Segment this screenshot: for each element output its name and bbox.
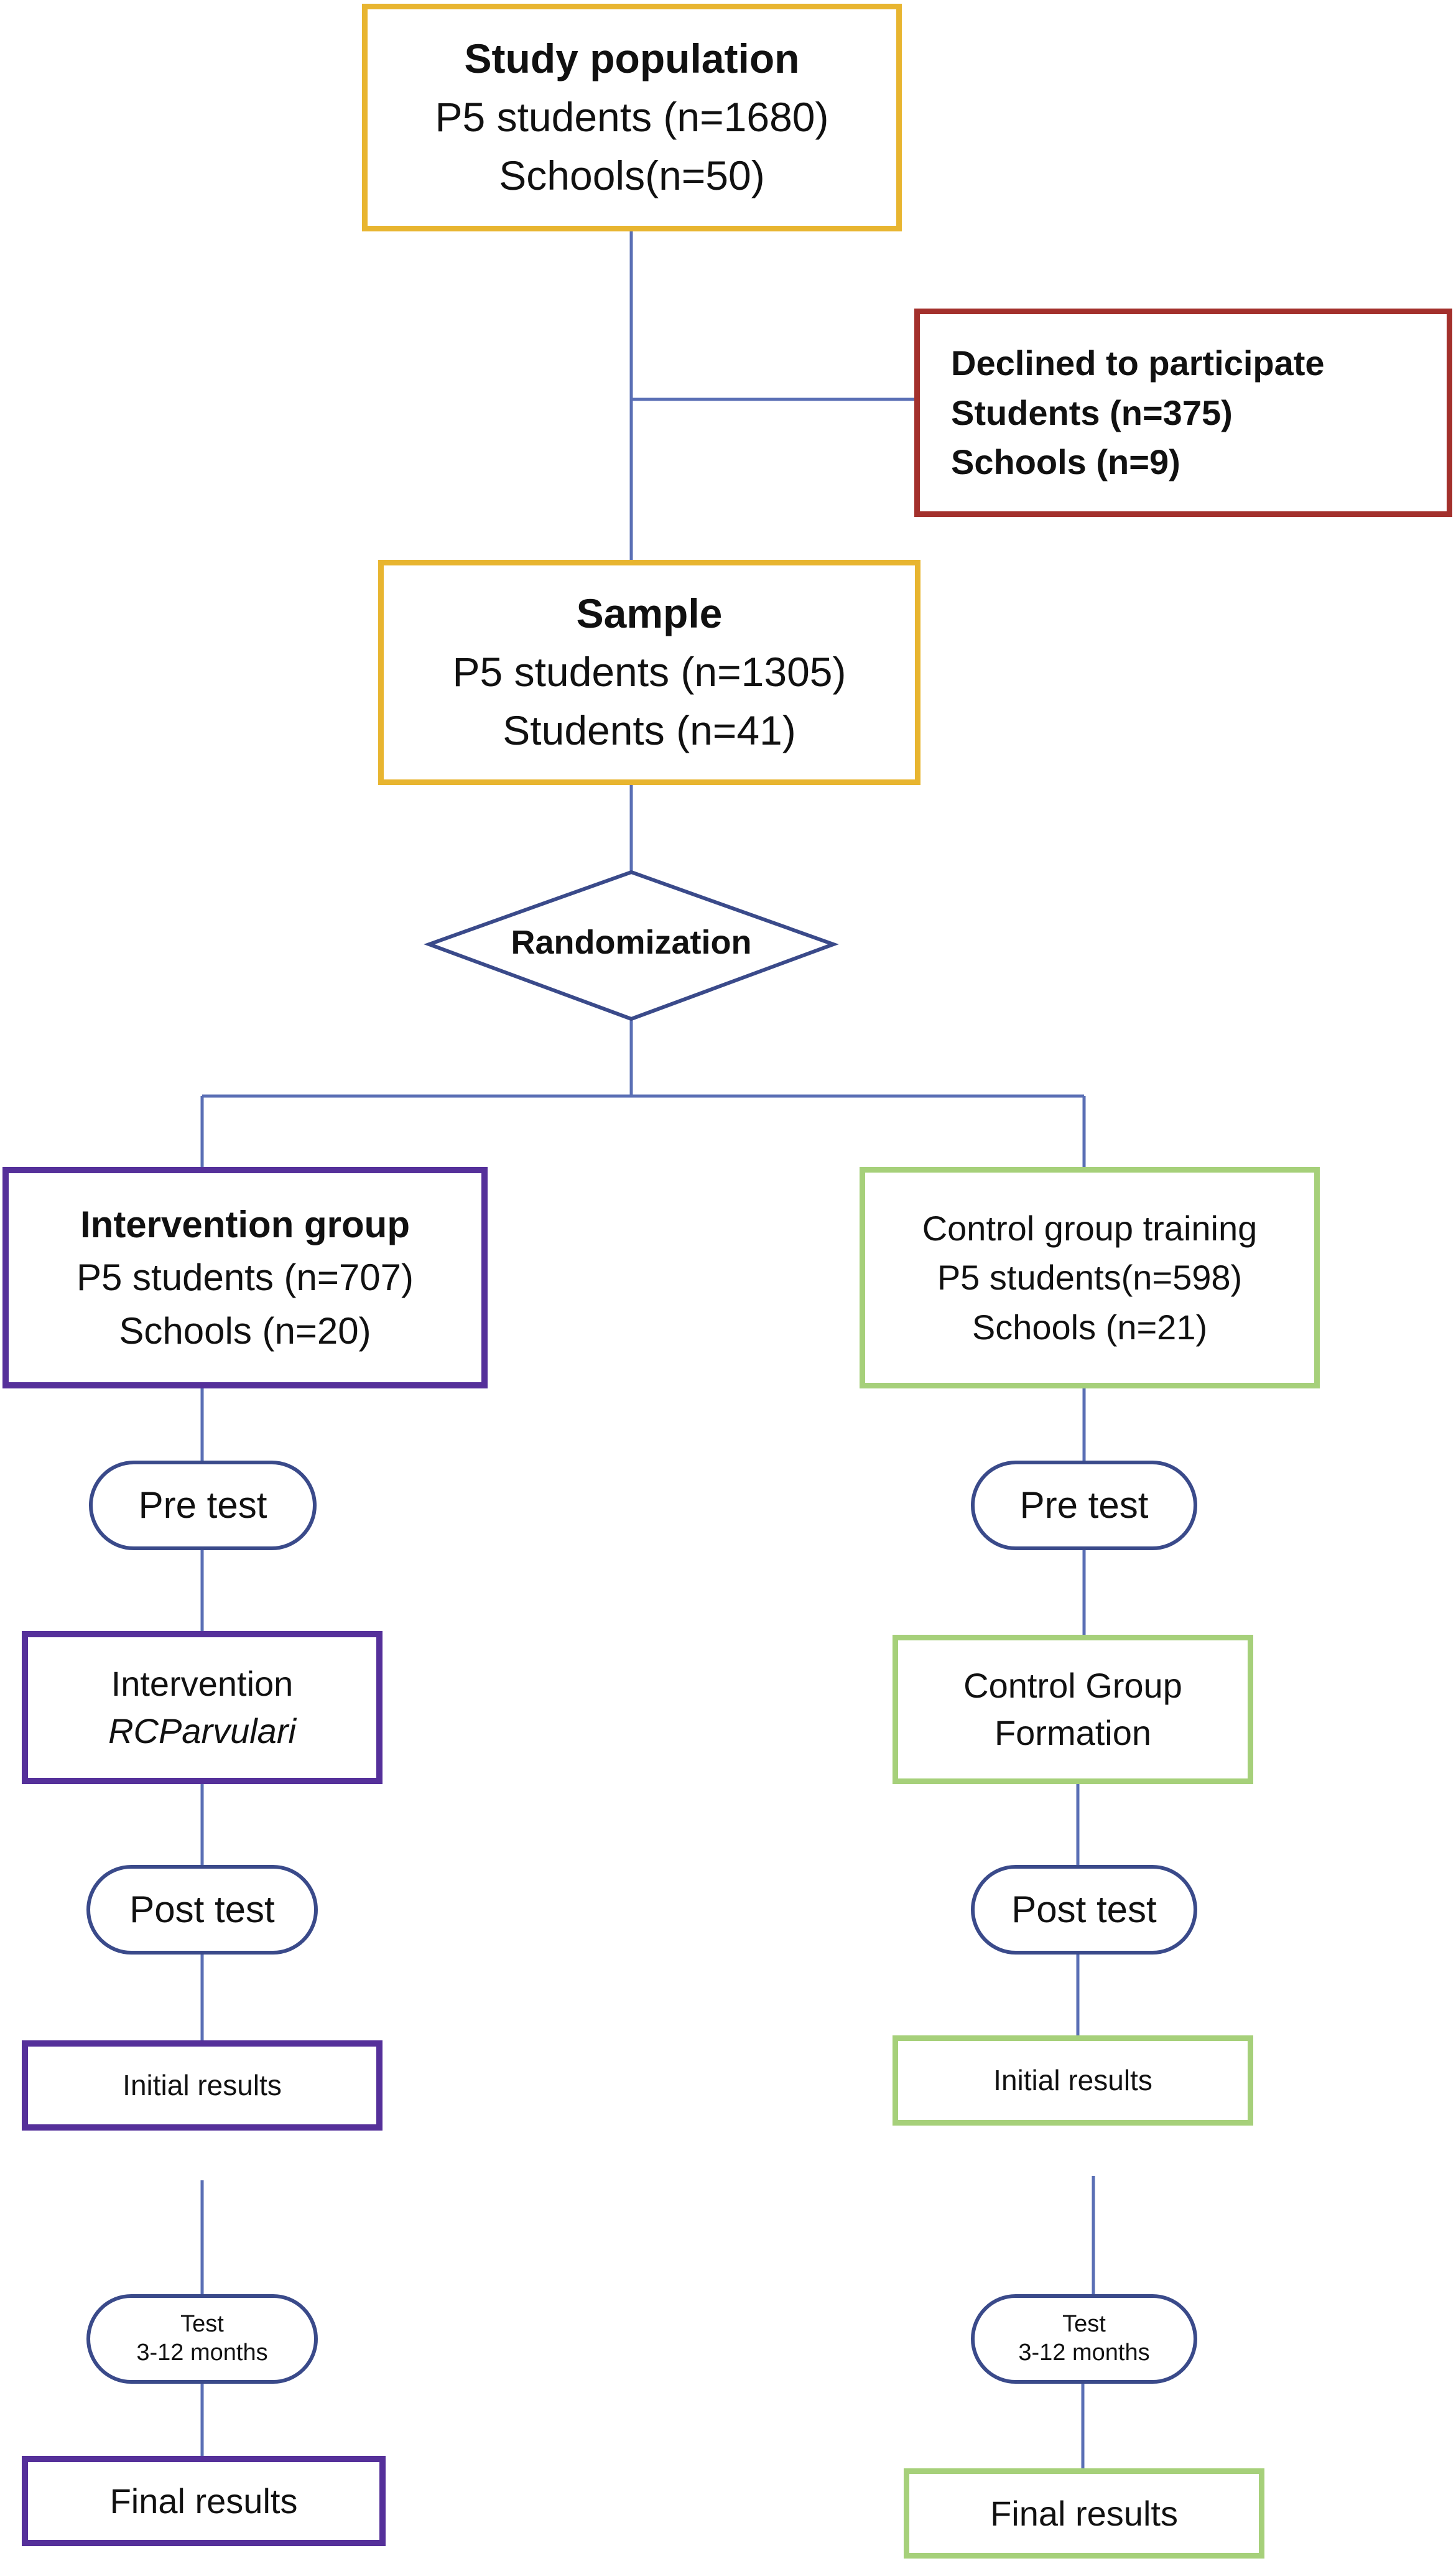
- sample-schools: Students (n=41): [503, 707, 796, 753]
- intervention-pre-test: Pre test: [89, 1461, 317, 1550]
- intervention-initial-results-label: Initial results: [123, 2068, 282, 2101]
- study-population-students: P5 students (n=1680): [435, 94, 829, 141]
- randomization-label: Randomization: [511, 924, 752, 961]
- sample-title: Sample: [576, 590, 723, 637]
- declined-students: Students (n=375): [951, 393, 1233, 432]
- control-followup-test: Test 3-12 months: [971, 2294, 1197, 2384]
- declined-schools: Schools (n=9): [951, 442, 1180, 482]
- study-population-schools: Schools(n=50): [499, 152, 765, 198]
- control-step-line2: Formation: [994, 1713, 1152, 1752]
- intervention-final-results-box: Final results: [22, 2456, 386, 2546]
- randomization-diamond: [424, 870, 839, 1021]
- intervention-group-schools: Schools (n=20): [119, 1309, 371, 1352]
- control-pre-test: Pre test: [971, 1461, 1197, 1550]
- control-group-students: P5 students(n=598): [937, 1258, 1243, 1298]
- study-population-box: Study population P5 students (n=1680) Sc…: [362, 4, 902, 231]
- control-post-test: Post test: [971, 1865, 1197, 1955]
- declined-title: Declined to participate: [951, 343, 1325, 383]
- intervention-initial-results-box: Initial results: [22, 2040, 383, 2131]
- intervention-step-line1: Intervention: [111, 1664, 294, 1704]
- control-final-results-box: Final results: [904, 2468, 1264, 2559]
- intervention-step-box: Intervention RCParvulari: [22, 1631, 383, 1784]
- control-group-box: Control group training P5 students(n=598…: [860, 1167, 1320, 1388]
- declined-box: Declined to participate Students (n=375)…: [914, 309, 1452, 517]
- control-group-title: Control group training: [922, 1208, 1258, 1248]
- intervention-group-title: Intervention group: [80, 1204, 410, 1246]
- intervention-followup-test: Test 3-12 months: [86, 2294, 318, 2384]
- intervention-step-line2: RCParvulari: [108, 1711, 296, 1750]
- intervention-pre-test-label: Pre test: [138, 1484, 267, 1526]
- control-followup-line1: Test: [1062, 2311, 1106, 2338]
- control-initial-results-box: Initial results: [893, 2035, 1253, 2126]
- intervention-final-results-label: Final results: [109, 2481, 298, 2521]
- sample-students: P5 students (n=1305): [452, 649, 846, 695]
- control-post-test-label: Post test: [1011, 1889, 1157, 1930]
- study-population-title: Study population: [464, 35, 800, 82]
- intervention-group-students: P5 students (n=707): [76, 1257, 414, 1299]
- intervention-post-test: Post test: [86, 1865, 318, 1955]
- control-group-schools: Schools (n=21): [971, 1307, 1208, 1347]
- sample-box: Sample P5 students (n=1305) Students (n=…: [378, 560, 920, 785]
- control-followup-line2: 3-12 months: [1018, 2340, 1150, 2366]
- intervention-followup-line2: 3-12 months: [136, 2340, 268, 2366]
- control-step-box: Control Group Formation: [893, 1635, 1253, 1784]
- control-pre-test-label: Pre test: [1019, 1484, 1149, 1526]
- control-final-results-label: Final results: [990, 2493, 1178, 2533]
- control-initial-results-label: Initial results: [993, 2063, 1152, 2096]
- intervention-post-test-label: Post test: [129, 1889, 275, 1930]
- intervention-followup-line1: Test: [180, 2311, 224, 2338]
- intervention-group-box: Intervention group P5 students (n=707) S…: [2, 1167, 488, 1388]
- control-step-line1: Control Group: [963, 1666, 1182, 1706]
